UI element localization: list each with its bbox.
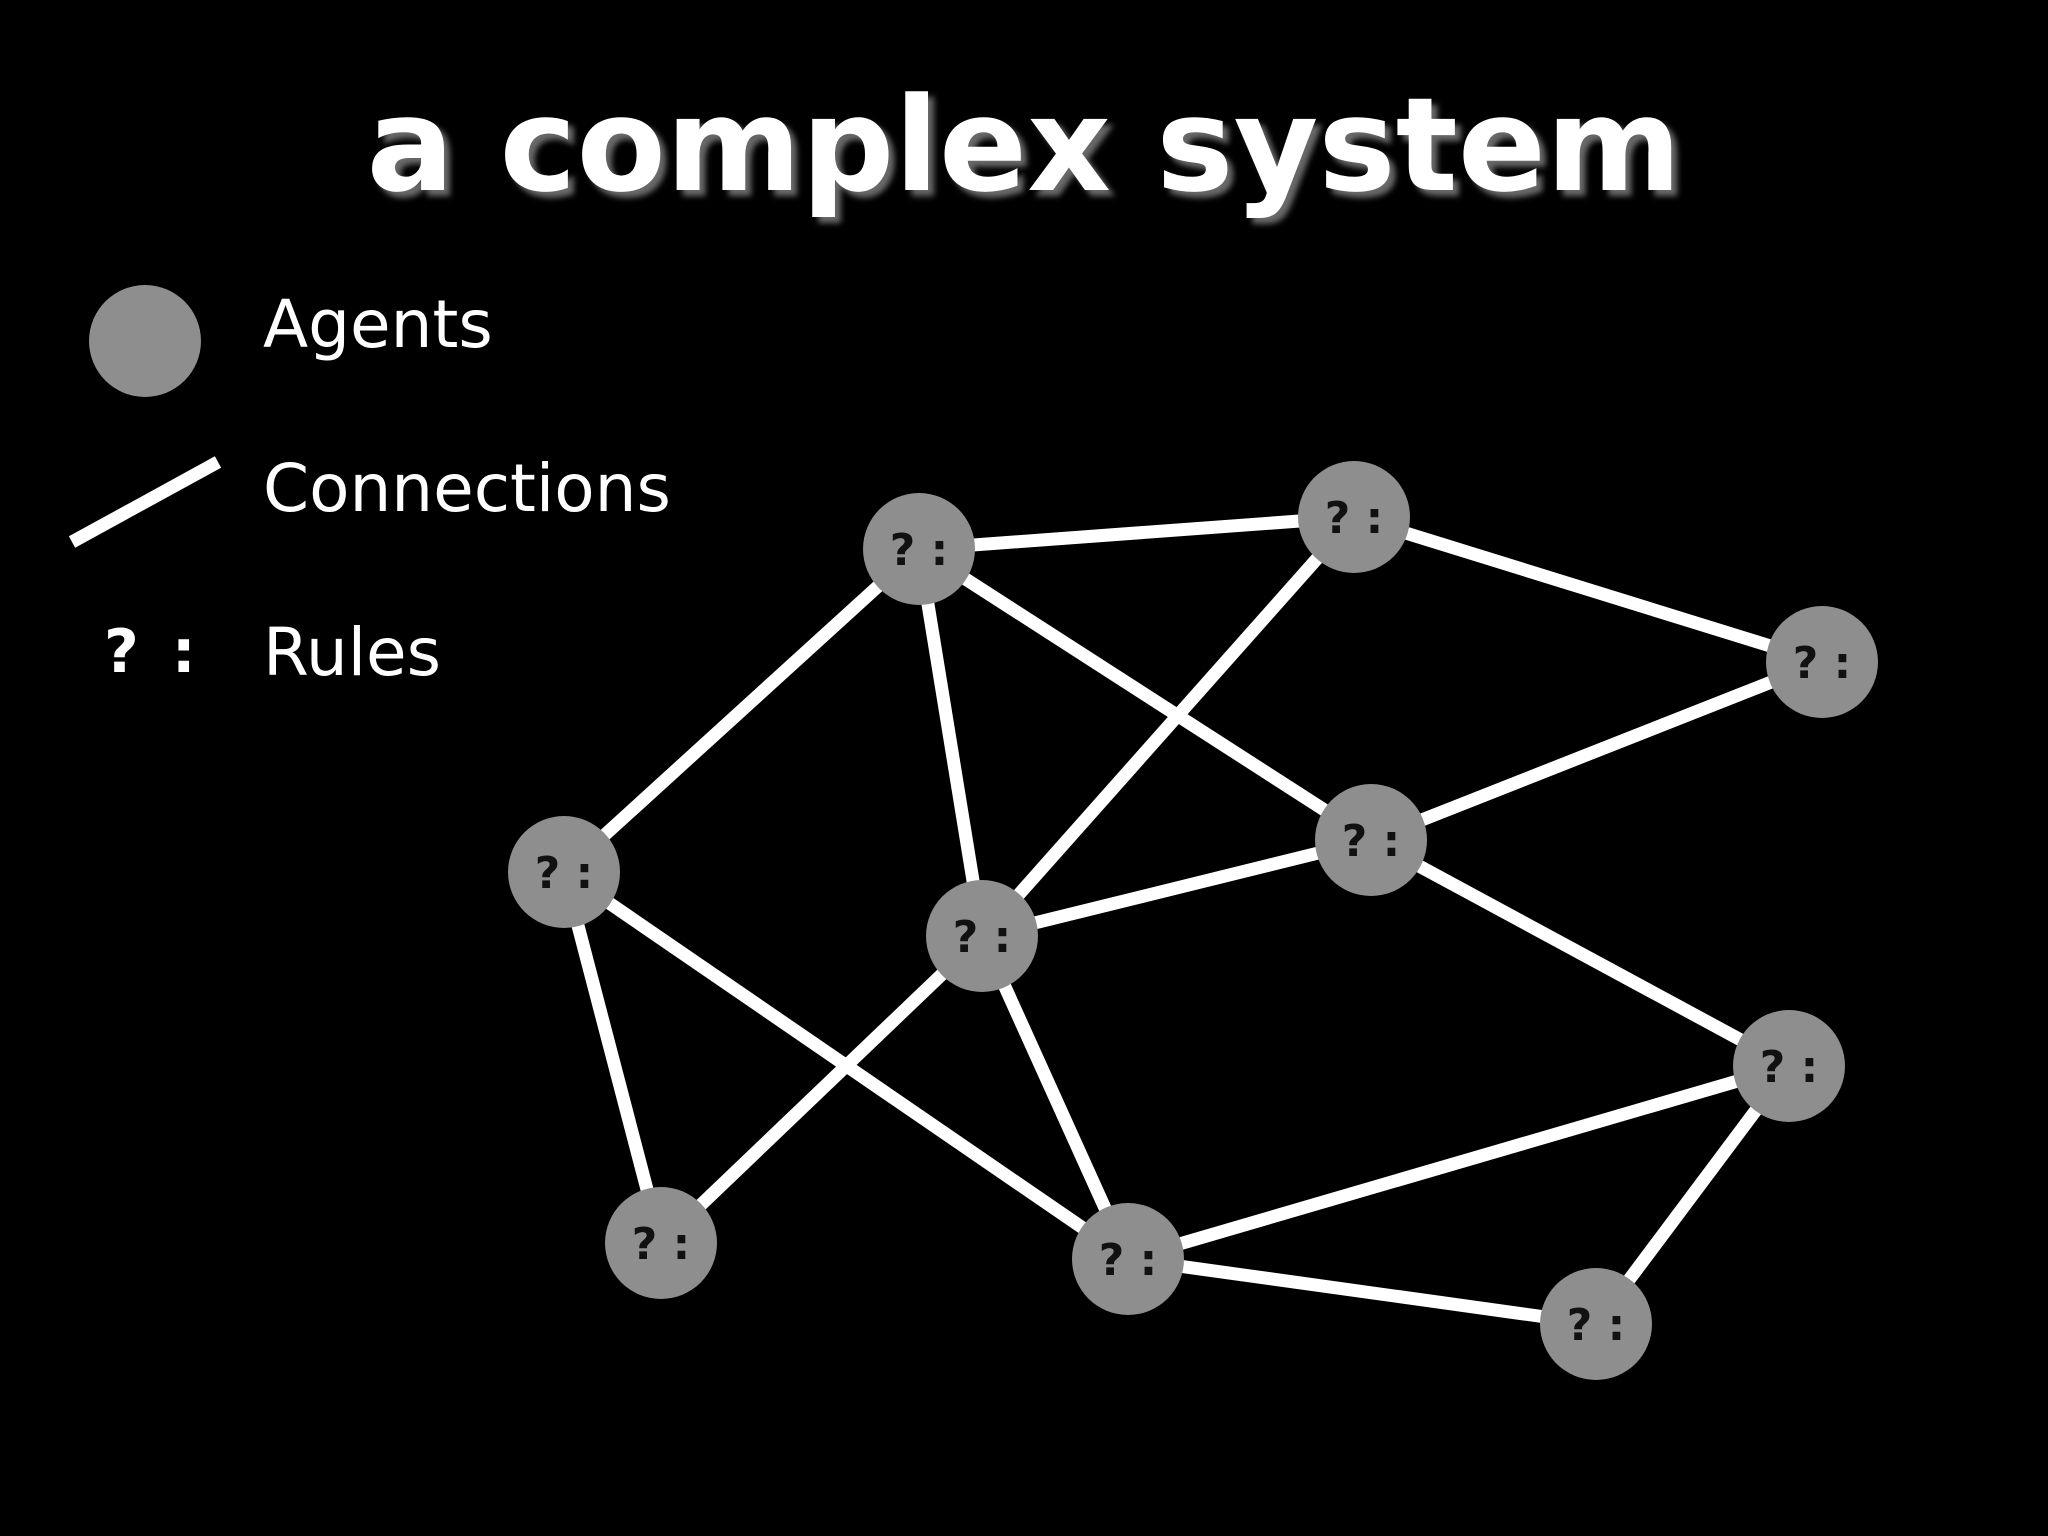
connection-n5-n8	[656, 931, 987, 1248]
agent-circle	[605, 1187, 717, 1299]
agent-circle	[1766, 606, 1878, 718]
legend-connections-label: Connections	[263, 450, 671, 527]
agent-node-n3: ? :	[1766, 606, 1878, 718]
connection-n4-n8	[557, 870, 668, 1245]
agent-circle	[863, 493, 975, 605]
agent-node-n4: ? :	[508, 816, 620, 928]
agent-rule-label: ? :	[1567, 1300, 1625, 1351]
connection-n1-n4	[559, 544, 924, 877]
agent-rule-label: ? :	[890, 525, 948, 576]
connection-n2-n3	[1352, 510, 1824, 669]
agent-circle	[926, 880, 1038, 992]
legend-agent-icon	[89, 285, 201, 397]
agent-circle	[1540, 1268, 1652, 1380]
connection-n1-n2	[918, 510, 1355, 556]
connection-n7-n9	[1126, 1059, 1791, 1266]
legend-connection-icon	[68, 456, 222, 548]
connection-n5-n7	[976, 933, 1134, 1262]
connection-n2-n5	[977, 512, 1359, 941]
connection-n5-n6	[980, 833, 1373, 943]
agent-rule-label: ? :	[1099, 1235, 1157, 1286]
connection-n7-n10	[1127, 1252, 1597, 1331]
agent-node-n5: ? :	[926, 880, 1038, 992]
agent-circle	[1315, 784, 1427, 896]
agent-node-n6: ? :	[1315, 784, 1427, 896]
connection-n3-n6	[1368, 655, 1825, 847]
legend-rules-symbol: ? :	[104, 617, 202, 687]
connection-n1-n5	[912, 547, 989, 938]
agent-circle	[1072, 1203, 1184, 1315]
agent-circle	[508, 816, 620, 928]
agent-rule-label: ? :	[1760, 1042, 1818, 1093]
connection-n1-n6	[915, 543, 1375, 846]
agent-rule-label: ? :	[1342, 816, 1400, 867]
connection-n6-n9	[1367, 834, 1793, 1072]
agent-circle	[1298, 461, 1410, 573]
agent-rule-label: ? :	[1793, 638, 1851, 689]
connections-layer	[557, 510, 1825, 1331]
slide-title: a complex system	[366, 69, 1682, 221]
agent-rule-label: ? :	[1325, 493, 1383, 544]
agent-rule-label: ? :	[535, 848, 593, 899]
agent-node-n9: ? :	[1733, 1010, 1845, 1122]
agent-node-n10: ? :	[1540, 1268, 1652, 1380]
agent-rule-label: ? :	[632, 1219, 690, 1270]
agent-node-n8: ? :	[605, 1187, 717, 1299]
agent-node-n2: ? :	[1298, 461, 1410, 573]
agents-layer: ? : ? : ? : ? : ? : ? : ? : ? : ? : ? :	[508, 461, 1878, 1380]
agent-rule-label: ? :	[953, 912, 1011, 963]
legend-agents-label: Agents	[263, 286, 493, 363]
agent-node-n7: ? :	[1072, 1203, 1184, 1315]
agent-node-n1: ? :	[863, 493, 975, 605]
agent-circle	[1733, 1010, 1845, 1122]
legend-rules-label: Rules	[263, 614, 442, 691]
